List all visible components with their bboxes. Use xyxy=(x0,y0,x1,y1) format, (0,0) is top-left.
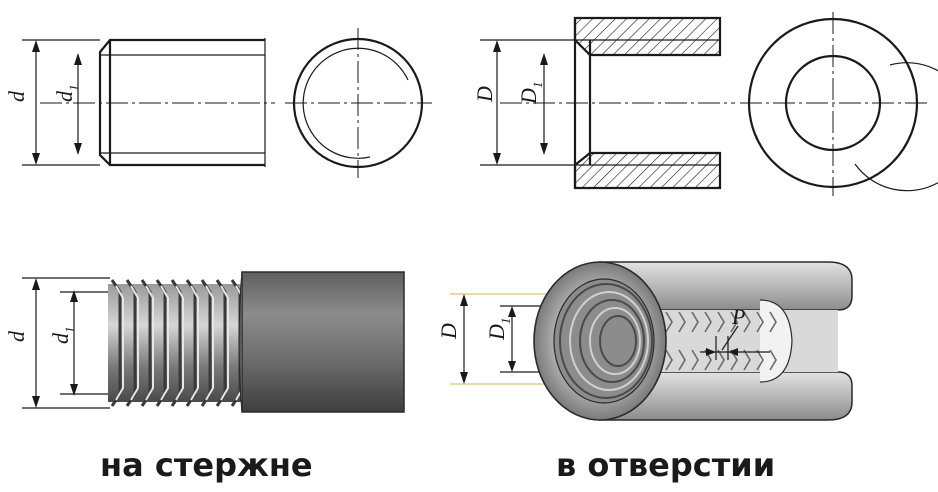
internal-thread-ridge xyxy=(743,311,751,371)
caption-internal-thread: в отверстии xyxy=(556,446,776,484)
arrow-icon xyxy=(74,143,82,155)
thread-highlight xyxy=(115,285,124,401)
thread-highlight xyxy=(145,285,154,401)
external-thread-side-view: d d1 xyxy=(4,38,275,167)
thread-ridges xyxy=(110,279,244,407)
arrow-icon xyxy=(706,348,716,356)
external-thread-illustration: d d1 xyxy=(4,271,405,413)
internal-thread-ridge xyxy=(756,311,764,371)
arrow-icon xyxy=(540,53,548,65)
internal-thread-ridge xyxy=(717,311,725,371)
thread-highlight xyxy=(175,285,184,401)
sleeve-bottom-wall xyxy=(598,371,853,421)
internal-thread-ridge xyxy=(691,311,699,371)
sleeve-top-wall xyxy=(598,261,853,311)
thread-highlight xyxy=(205,285,214,401)
label-d: d xyxy=(4,90,29,102)
arrow-icon xyxy=(508,306,516,317)
label-D: D xyxy=(436,323,461,340)
bore-thread-ring xyxy=(589,307,641,375)
hatched-wall-bottom xyxy=(573,151,722,190)
arrow-icon xyxy=(32,153,40,165)
bore-thread-ring xyxy=(559,283,653,399)
bore-thread-ring xyxy=(579,299,645,383)
arrow-icon xyxy=(70,384,78,396)
label-d: d xyxy=(4,330,29,342)
internal-thread-ridge xyxy=(769,311,777,371)
thread-arc xyxy=(302,47,409,159)
label-P: P xyxy=(731,304,745,329)
arrow-icon xyxy=(728,348,738,356)
arrow-icon xyxy=(32,40,40,52)
thread-arc xyxy=(854,62,938,192)
internal-thread-section-view: D D1 xyxy=(472,16,735,190)
arrow-icon xyxy=(540,143,548,155)
arrow-icon xyxy=(74,53,82,65)
bore-thread-ring xyxy=(599,315,637,367)
internal-thread-ridge xyxy=(678,311,686,371)
rod-shaft xyxy=(241,271,405,413)
arrow-icon xyxy=(493,153,501,165)
label-d1: d1 xyxy=(52,85,81,103)
arrow-icon xyxy=(460,294,468,306)
internal-thread-illustration: D D1 P xyxy=(436,261,853,421)
arrow-icon xyxy=(460,372,468,384)
external-thread-end-view xyxy=(285,28,432,178)
arrow-icon xyxy=(508,361,516,372)
thread-highlight xyxy=(220,285,229,401)
label-D1: D1 xyxy=(516,82,545,105)
arrow-icon xyxy=(493,40,501,52)
arrow-icon xyxy=(32,278,40,290)
internal-thread-end-view xyxy=(740,12,938,196)
arrow-icon xyxy=(32,396,40,408)
bore-thread-ring xyxy=(569,291,649,391)
arrow-icon xyxy=(70,290,78,302)
caption-external-thread: на стержне xyxy=(100,446,313,484)
thread-highlight xyxy=(160,285,169,401)
internal-thread-ridge xyxy=(665,311,673,371)
label-D: D xyxy=(472,86,497,103)
pitch-leader xyxy=(721,325,739,351)
hatched-wall-top xyxy=(573,16,722,57)
bore-thread-rings xyxy=(559,283,653,399)
thread-runout xyxy=(238,271,243,413)
thread-highlight xyxy=(130,285,139,401)
label-d1: d1 xyxy=(48,327,77,345)
label-D1: D1 xyxy=(484,318,513,341)
sleeve-far-opening xyxy=(759,299,793,383)
thread-highlight xyxy=(190,285,199,401)
